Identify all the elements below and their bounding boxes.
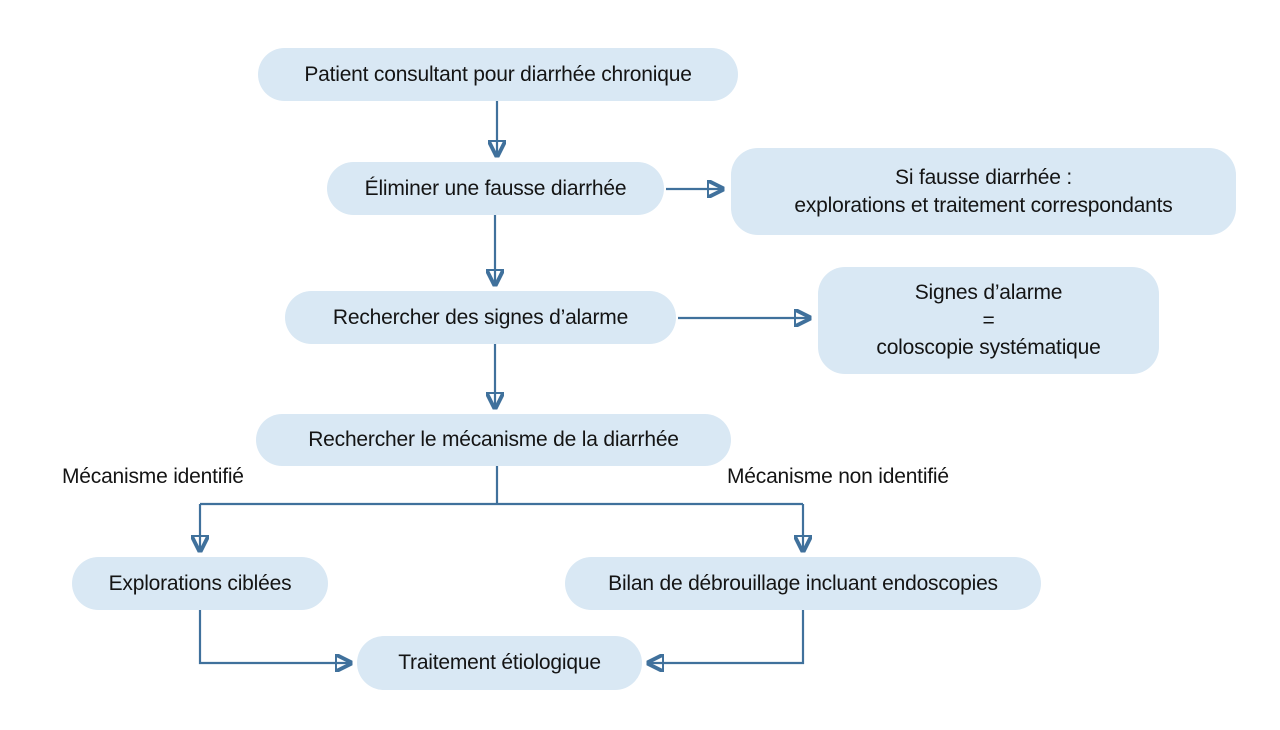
edge-bilan-to-traitement (649, 610, 805, 663)
node-rechercher-mecanisme: Rechercher le mécanisme de la diarrhée (256, 414, 731, 466)
node-patient: Patient consultant pour diarrhée chroniq… (258, 48, 738, 101)
node-alarme-line1: Signes d’alarme (914, 280, 1063, 304)
node-si-fausse-diarrhee: Si fausse diarrhée : explorations et tra… (731, 148, 1236, 235)
branch-label-mecanisme-non-identifie: Mécanisme non identifié (727, 465, 949, 488)
node-explorations-label: Explorations ciblées (108, 571, 292, 595)
branch-label-mecanisme-identifie: Mécanisme identifié (62, 465, 244, 488)
node-alarme-line3: coloscopie systématique (876, 336, 1101, 360)
node-explorations-ciblees: Explorations ciblées (72, 557, 328, 610)
node-traitement-etiologique: Traitement étiologique (357, 636, 642, 690)
node-rechercher-signes-alarme: Rechercher des signes d’alarme (285, 291, 676, 344)
node-patient-label: Patient consultant pour diarrhée chroniq… (304, 62, 692, 86)
node-mecanisme-label: Rechercher le mécanisme de la diarrhée (308, 428, 679, 452)
node-bilan-label: Bilan de débrouillage incluant endoscopi… (608, 571, 998, 595)
node-si-fausse-line1: Si fausse diarrhée : (895, 165, 1072, 189)
edge-mecanisme-branch (200, 466, 803, 506)
node-eliminer-fausse-diarrhee: Éliminer une fausse diarrhée (327, 162, 664, 215)
node-traitement-label: Traitement étiologique (398, 651, 601, 675)
node-si-fausse-line2: explorations et traitement correspondant… (794, 193, 1173, 217)
node-eliminer-label: Éliminer une fausse diarrhée (364, 176, 627, 200)
node-alarme-line2: = (982, 308, 995, 332)
edge-explorations-to-traitement (198, 610, 350, 663)
node-signes-label: Rechercher des signes d’alarme (332, 305, 629, 329)
node-signes-alarme-coloscopie: Signes d’alarme = coloscopie systématiqu… (818, 267, 1159, 374)
node-bilan-debrouillage: Bilan de débrouillage incluant endoscopi… (565, 557, 1041, 610)
